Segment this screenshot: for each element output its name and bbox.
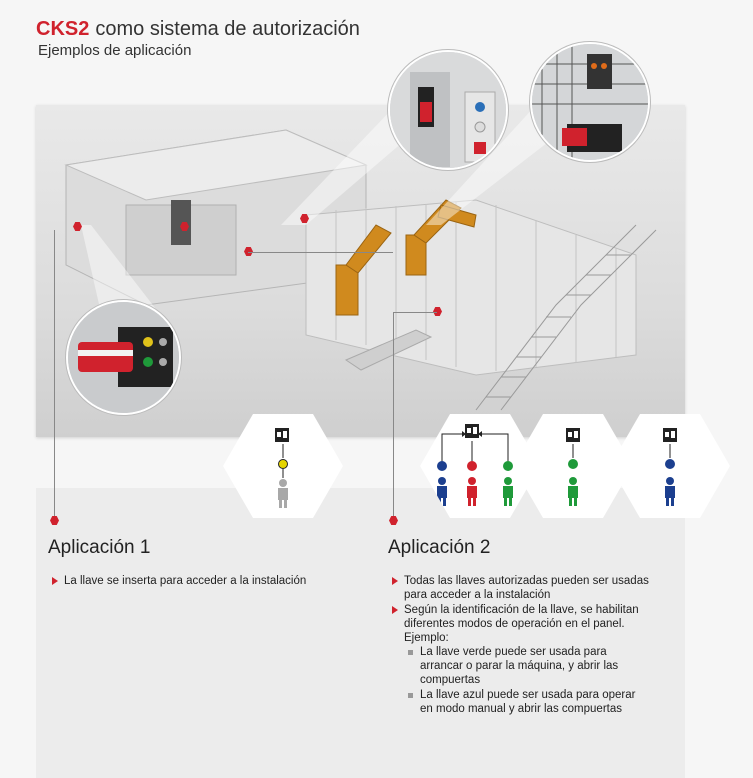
leader-line-horizontal bbox=[248, 252, 393, 253]
sub-list-item: La llave azul puede ser usada para opera… bbox=[406, 688, 650, 716]
zoom-door-switch bbox=[388, 50, 508, 170]
list-item: Según la identificación de la llave, se … bbox=[390, 603, 650, 716]
diagram-yellow bbox=[275, 428, 289, 508]
person-icon bbox=[467, 477, 477, 506]
key-icon bbox=[437, 461, 447, 471]
key-icon bbox=[278, 459, 288, 469]
marker-app2 bbox=[389, 516, 398, 525]
marker-door-right bbox=[300, 214, 309, 223]
person-icon bbox=[278, 479, 288, 508]
application-1-title: Aplicación 1 bbox=[48, 537, 151, 558]
person-icon bbox=[568, 477, 578, 506]
person-icon bbox=[503, 477, 513, 506]
brand-name: CKS2 bbox=[36, 18, 90, 40]
key-icon bbox=[467, 461, 477, 471]
key-icon bbox=[665, 459, 675, 469]
leader-line-app1 bbox=[54, 230, 55, 520]
list-item: La llave se inserta para acceder a la in… bbox=[50, 574, 350, 588]
device-icon bbox=[663, 428, 677, 442]
application-2-title: Aplicación 2 bbox=[388, 537, 491, 558]
device-icon bbox=[566, 428, 580, 442]
sub-list-item: La llave verde puede ser usada para arra… bbox=[406, 645, 650, 687]
marker-door-left bbox=[73, 222, 82, 231]
title-text: como sistema de autorización bbox=[95, 18, 360, 40]
key-icon bbox=[503, 461, 513, 471]
lower-panel bbox=[36, 488, 685, 778]
device-icon bbox=[465, 424, 479, 438]
marker-panel-a bbox=[244, 247, 253, 256]
page-subtitle: Ejemplos de aplicación bbox=[38, 42, 192, 59]
hex-app2-blue-key bbox=[610, 414, 730, 518]
control-panel-detail-top bbox=[532, 44, 648, 160]
diagram-green bbox=[566, 428, 580, 506]
door-switch-detail bbox=[390, 52, 506, 168]
diagram-blue bbox=[663, 428, 677, 506]
key-icon bbox=[568, 459, 578, 469]
zoom-control-panel-left bbox=[66, 300, 181, 415]
list-item: Todas las llaves autorizadas pueden ser … bbox=[390, 574, 650, 602]
list-item-text: Según la identificación de la llave, se … bbox=[404, 604, 639, 644]
zoom-control-panel-top bbox=[530, 42, 650, 162]
leader-line-horizontal-2 bbox=[393, 312, 437, 313]
control-panel-detail-left bbox=[68, 302, 179, 413]
person-icon bbox=[665, 477, 675, 506]
marker-app1 bbox=[50, 516, 59, 525]
leader-line-app2 bbox=[393, 312, 394, 520]
diagram-three-keys bbox=[437, 424, 513, 506]
device-icon bbox=[275, 428, 289, 442]
marker-panel-b bbox=[433, 307, 442, 316]
application-1-bullets: La llave se inserta para acceder a la in… bbox=[50, 574, 350, 589]
machine-drawing bbox=[64, 105, 657, 411]
application-2-bullets: Todas las llaves autorizadas pueden ser … bbox=[390, 574, 650, 717]
marker-door-middle bbox=[180, 222, 189, 231]
hex-app1-yellow-key bbox=[223, 414, 343, 518]
sub-bullets: La llave verde puede ser usada para arra… bbox=[406, 645, 650, 716]
